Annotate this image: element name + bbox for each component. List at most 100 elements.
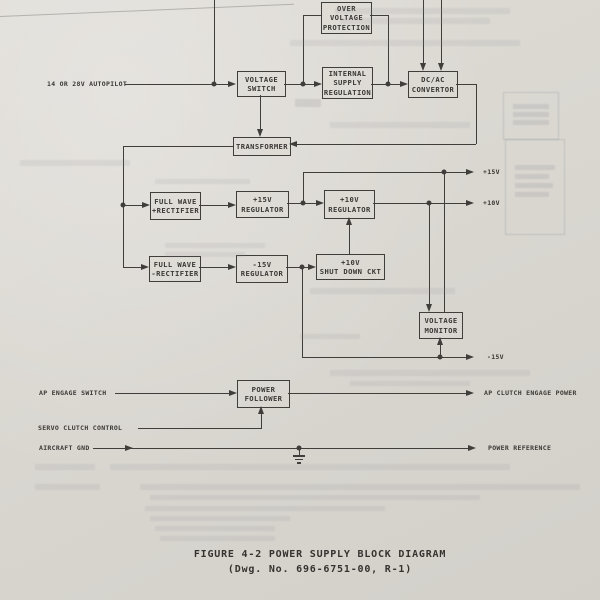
block-label: +10V xyxy=(341,257,360,267)
wire xyxy=(348,225,351,254)
ground-stub xyxy=(298,448,301,455)
ground-symbol xyxy=(293,455,305,457)
wire xyxy=(297,143,476,146)
block-label: FULL WAVE xyxy=(153,259,197,269)
bleed-through-artifact xyxy=(505,139,565,235)
block-label: REGULATOR xyxy=(328,204,371,214)
block-full-wave-neg-rectifier: FULL WAVE -RECTIFIER xyxy=(149,256,201,282)
block-label: PROTECTION xyxy=(322,22,371,32)
bleed-through-artifact xyxy=(20,160,130,166)
block-label: CONVERTOR xyxy=(411,84,455,94)
arrowhead xyxy=(425,304,432,312)
wire xyxy=(440,0,443,64)
block-full-wave-pos-rectifier: FULL WAVE +RECTIFIER xyxy=(150,192,201,220)
label-pos10-output: +10V xyxy=(483,199,500,207)
wire xyxy=(199,266,228,269)
junction-dot xyxy=(211,81,217,87)
block-label: POWER xyxy=(251,384,276,394)
wire xyxy=(302,15,305,84)
block-pos10-regulator: +10V REGULATOR xyxy=(324,190,375,219)
bleed-through-artifact xyxy=(150,495,480,500)
wire xyxy=(123,145,233,148)
block-power-follower: POWER FOLLOWER xyxy=(237,380,290,408)
bleed-through-artifact xyxy=(140,484,580,490)
block-label: SWITCH xyxy=(247,84,276,93)
block-dcac-convertor: DC/AC CONVERTOR xyxy=(408,71,458,98)
block-label: VOLTAGE xyxy=(424,316,458,326)
wire xyxy=(260,414,263,428)
arrowhead xyxy=(419,63,426,71)
bleed-through-artifact xyxy=(155,526,275,531)
wire xyxy=(302,172,305,203)
junction-dot xyxy=(385,81,391,87)
wire xyxy=(301,267,304,357)
label-pos15-output: +15V xyxy=(483,168,500,176)
arrowhead xyxy=(257,406,264,414)
wire xyxy=(422,0,425,64)
bleed-through-artifact xyxy=(330,370,530,376)
arrowhead xyxy=(289,140,297,147)
wire xyxy=(456,83,476,86)
junction-dot xyxy=(426,200,432,206)
wire xyxy=(213,0,216,84)
block-pos15-regulator: +15V REGULATOR xyxy=(236,191,289,218)
block-internal-supply-regulation: INTERNAL SUPPLY REGULATION xyxy=(322,67,373,99)
bleed-through-artifact xyxy=(515,165,555,170)
arrowhead xyxy=(466,389,474,396)
block-label: -RECTIFIER xyxy=(151,269,199,278)
bleed-through-artifact xyxy=(150,516,290,521)
junction-dot xyxy=(300,81,306,87)
wire xyxy=(373,202,466,205)
figure-caption-drawing-number: (Dwg. No. 696-6751-00, R-1) xyxy=(227,564,413,575)
bleed-through-artifact xyxy=(513,112,549,117)
block-pos10-shutdown-ckt: +10V SHUT DOWN CKT xyxy=(316,254,385,280)
label-ap-engage-switch: AP ENGAGE SWITCH xyxy=(39,389,107,397)
arrowhead xyxy=(436,337,443,345)
wire xyxy=(115,392,229,395)
bleed-through-artifact xyxy=(35,464,95,470)
bleed-through-artifact xyxy=(330,122,470,128)
bleed-through-artifact xyxy=(503,92,559,140)
block-label: FULL WAVE xyxy=(154,196,197,206)
bleed-through-artifact xyxy=(515,183,553,188)
wire xyxy=(123,204,142,207)
arrowhead xyxy=(229,389,237,396)
bleed-through-artifact xyxy=(35,484,100,490)
arrowhead xyxy=(228,263,236,270)
arrowhead xyxy=(228,201,236,208)
block-label: FOLLOWER xyxy=(244,394,283,403)
arrowhead xyxy=(142,201,150,208)
bleed-through-artifact xyxy=(290,40,520,46)
ground-junction-dot xyxy=(296,445,302,451)
label-ap-clutch-engage-power: AP CLUTCH ENGAGE POWER xyxy=(484,389,577,397)
bleed-through-artifact xyxy=(350,381,470,386)
block-label: OVER xyxy=(337,3,356,13)
wire xyxy=(288,392,466,395)
block-label: REGULATION xyxy=(323,87,372,97)
block-label: REGULATOR xyxy=(240,269,284,278)
arrowhead xyxy=(308,263,316,270)
wire xyxy=(302,356,466,359)
label-power-reference: POWER REFERENCE xyxy=(488,444,552,452)
block-label: VOLTAGE xyxy=(244,74,279,84)
figure-caption-title: FIGURE 4-2 POWER SUPPLY BLOCK DIAGRAM xyxy=(193,549,447,560)
wire xyxy=(475,84,478,144)
wire xyxy=(370,14,388,17)
block-over-voltage-protection: OVER VOLTAGE PROTECTION xyxy=(321,2,372,34)
wire xyxy=(259,95,262,130)
junction-dot xyxy=(441,169,447,175)
arrowhead xyxy=(466,353,474,360)
block-label: SHUT DOWN CKT xyxy=(319,267,382,276)
bleed-through-artifact xyxy=(165,243,265,248)
block-voltage-monitor: VOLTAGE MONITOR xyxy=(419,312,463,339)
arrowhead xyxy=(316,199,324,206)
ground-symbol xyxy=(295,458,303,461)
block-label: -15V xyxy=(252,259,272,269)
block-label: REGULATOR xyxy=(241,204,284,214)
wire xyxy=(303,14,321,17)
wire xyxy=(439,345,442,357)
bleed-through-artifact xyxy=(310,288,455,294)
block-label: +10V xyxy=(340,195,359,205)
wire xyxy=(303,171,466,174)
paper-edge-artifact xyxy=(0,3,294,18)
